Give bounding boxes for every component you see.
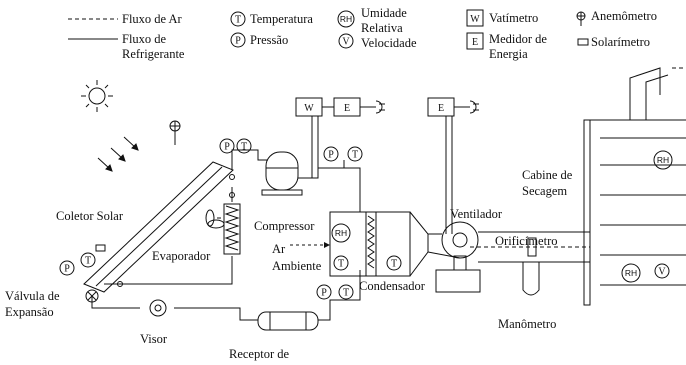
air-duct — [470, 231, 590, 263]
label-coletor-solar: Coletor Solar — [56, 209, 124, 223]
sensor-t-evap: T — [241, 142, 247, 153]
legend-air-flow-label: Fluxo de Ar — [122, 12, 183, 26]
sensor-t-inlet: T — [338, 259, 344, 270]
label-ar-ambiente-2: Ambiente — [272, 259, 322, 273]
legend-anemometer-label: Anemômetro — [591, 9, 657, 23]
wattmeter-symbol-icon — [466, 9, 484, 27]
sensor-p-evap: P — [224, 142, 230, 153]
legend-v-letter: V — [342, 37, 350, 48]
label-receptor: Receptor de — [229, 347, 289, 361]
label-ventilador: Ventilador — [450, 207, 503, 221]
check-valves — [117, 174, 235, 287]
legend-humidity-label-1: Umidade — [361, 6, 407, 20]
pressure-symbol-icon — [230, 32, 246, 48]
sensors — [59, 138, 673, 300]
humidity-symbol-icon — [337, 10, 355, 28]
compressor-meter-wiring — [295, 97, 385, 178]
sensor-t-valve: T — [85, 256, 91, 267]
sensor-t-comp: T — [352, 150, 358, 161]
label-condensador: Condensador — [359, 279, 426, 293]
evaporator-fan-icon — [205, 209, 225, 229]
legend-w-letter: W — [470, 14, 480, 25]
label-orificimetro: Orificímetro — [495, 234, 557, 248]
sensor-t-outlet: T — [391, 259, 397, 270]
legend-t-letter: T — [235, 15, 241, 26]
legend-refrigerant-label-1: Fluxo de — [122, 32, 167, 46]
solar-collector — [83, 161, 234, 293]
fan-energy-letter: E — [438, 103, 444, 114]
legend-e-letter: E — [472, 37, 478, 48]
solarimeter-symbol-icon — [577, 38, 589, 46]
label-evaporador: Evaporador — [152, 249, 211, 263]
legend-energy-meter-label-2: Energia — [489, 47, 528, 61]
fan — [427, 97, 481, 293]
evaporator — [223, 203, 241, 255]
refrigerant-piping — [91, 149, 361, 321]
compressor-energy-letter: E — [344, 103, 350, 114]
legend-rh-letters: RH — [340, 14, 352, 24]
temperature-symbol-icon — [230, 11, 246, 27]
velocity-symbol-icon — [338, 33, 354, 49]
sensor-rh-cabin-top: RH — [657, 155, 669, 165]
sensor-p-comp: P — [328, 150, 334, 161]
sun-ray-arrows — [97, 136, 139, 172]
label-cabine-1: Cabine de — [522, 168, 573, 182]
legend-pressure-label: Pressão — [250, 33, 288, 47]
anemometer-symbol-icon — [576, 11, 586, 26]
manometer — [522, 262, 540, 296]
sensor-v-cabin: V — [658, 267, 666, 278]
sensor-t-cond: T — [343, 288, 349, 299]
label-cabine-2: Secagem — [522, 184, 567, 198]
solarimeter-icon — [95, 244, 106, 252]
legend-velocity-label: Velocidade — [361, 36, 417, 50]
legend-humidity-label-2: Relativa — [361, 21, 403, 35]
sun-icon — [81, 80, 113, 112]
label-valvula-1: Válvula de — [5, 289, 60, 303]
sight-glass — [149, 299, 167, 317]
label-ar-ambiente-1: Ar — [272, 242, 286, 256]
drying-cabin — [583, 67, 686, 306]
sensor-rh-inlet: RH — [335, 228, 347, 238]
condenser-duct — [329, 211, 429, 277]
expansion-valve — [85, 289, 99, 303]
legend-refrigerant-label-2: Refrigerante — [122, 47, 185, 61]
legend-wattmeter-label: Vatímetro — [489, 11, 538, 25]
sensor-p-cond: P — [321, 288, 327, 299]
receiver — [257, 311, 319, 331]
label-valvula-2: Expansão — [5, 305, 54, 319]
label-compressor: Compressor — [254, 219, 315, 233]
legend-p-letter: P — [235, 36, 241, 47]
compressor — [261, 151, 303, 196]
sensor-p-valve: P — [64, 264, 70, 275]
label-manometro: Manômetro — [498, 317, 556, 331]
legend — [68, 9, 589, 50]
sensor-rh-cabin-bottom: RH — [625, 268, 637, 278]
legend-solarimeter-label: Solarímetro — [591, 35, 650, 49]
wattmeter-letter: W — [304, 103, 314, 114]
legend-temperature-label: Temperatura — [250, 12, 313, 26]
energy-meter-symbol-icon — [466, 32, 484, 50]
legend-energy-meter-label-1: Medidor de — [489, 32, 547, 46]
collector-anemometer-icon — [169, 120, 181, 145]
label-visor: Visor — [140, 332, 168, 346]
